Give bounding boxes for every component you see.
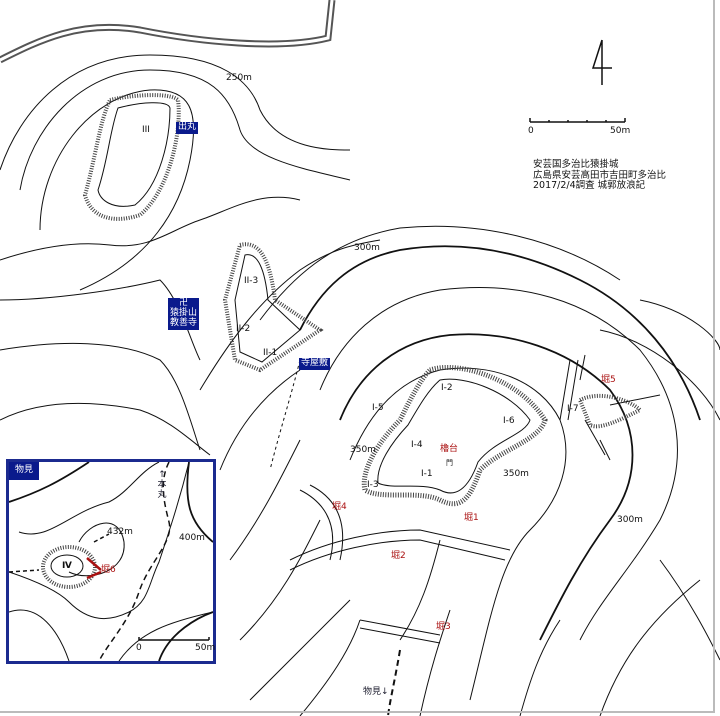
scale-start: 0 [136,643,142,653]
enclosure-label: I-6 [503,416,515,426]
yaguradai-label: 櫓台 [440,444,459,454]
enclosure-label: I-1 [421,469,433,479]
contour-label: 400m [179,533,205,543]
contour-label: 350m [350,445,376,455]
hori5-label: 堀5 [601,375,616,385]
title-block: 安芸国多治比猿掛城 広島県安芸高田市吉田町多治比 2017/2/4調査 城郭放浪… [533,159,667,192]
demaru-label: 出丸 [176,122,199,134]
hori3-label: 堀3 [436,622,451,632]
enclosure-label: I-2 [441,383,453,393]
teraya-label: 寺屋敷 [299,358,331,370]
survey-line: 2017/2/4調査 城郭放浪記 [533,180,646,191]
temple-name: 教善寺 [170,317,198,328]
temple-icon: 卍 [179,298,189,308]
temple-label: 卍 猿掛山 教善寺 [168,298,200,330]
temple-name: 猿掛山 [170,307,198,318]
moats [289,354,661,644]
north-arrow-icon [591,39,612,85]
scale-start: 0 [528,126,534,136]
address-line: 広島県安芸高田市吉田町多治比 [533,169,667,181]
enclosure-label: I-7 [567,404,579,414]
enclosure-label: II-1 [263,348,278,358]
hori4-label: 堀4 [332,502,347,512]
hori6-label: 堀6 [101,565,116,575]
inset-map [9,462,213,661]
monomi-direction: 物見↓ [363,687,389,697]
enclosures [82,93,644,507]
path-dashed [387,649,401,716]
gate-mark: 門 [446,459,453,467]
peak-label: 432m [107,527,133,537]
hori2-label: 堀2 [391,551,406,561]
enclosure-label: I-5 [372,403,384,413]
enclosure-label: I-3 [367,480,379,490]
enclosure-label: III [142,125,150,135]
contour-lines [0,54,720,716]
scale-bar [529,118,626,123]
scale-end: 50m [610,126,631,136]
enclosure-label: Ⅳ [62,561,72,571]
hori1-label: 堀1 [464,513,479,523]
contour-label: 300m [617,515,643,525]
enclosure-label: II-2 [236,324,251,334]
scale-end: 50m [195,643,216,653]
enclosure-label: II-3 [244,276,259,286]
honmaru-direction: ↑本丸 [157,470,167,500]
contour-label: 350m [503,469,529,479]
road [0,0,336,64]
monomi-inset: 物見 ↑本丸 432m 400m Ⅳ 堀6 0 50m [6,459,216,664]
title-line: 安芸国多治比猿掛城 [533,159,619,170]
contour-label: 300m [354,243,380,253]
contour-label: 250m [226,73,252,83]
enclosure-label: I-4 [411,440,423,450]
inset-title: 物見 [9,462,40,480]
